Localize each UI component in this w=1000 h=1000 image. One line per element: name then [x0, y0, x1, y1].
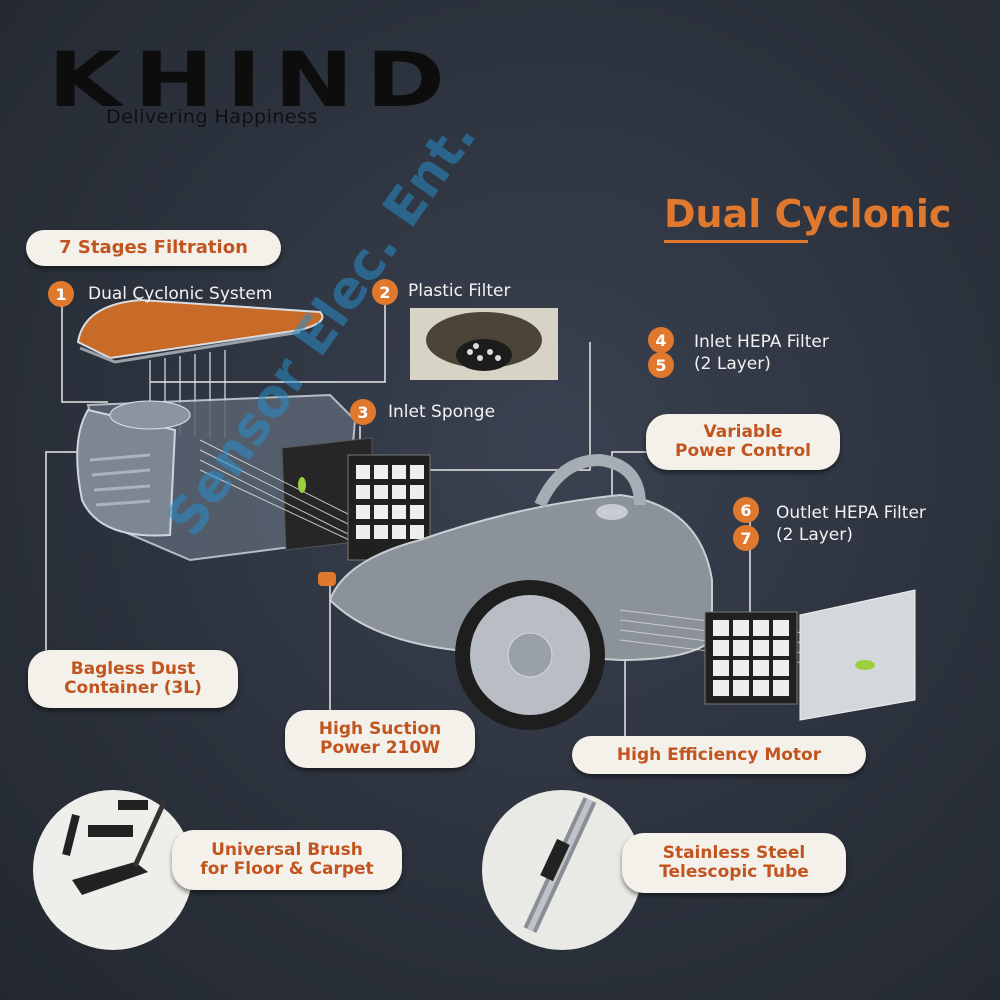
stage-number-1: 1 — [48, 281, 74, 307]
brush-pill: Universal Brush for Floor & Carpet — [172, 830, 402, 890]
brand-logo: KHIND — [48, 35, 458, 124]
stage-number-6: 6 — [733, 497, 759, 523]
headline: Dual Cyclonic — [664, 192, 952, 236]
suction-power-pill: High Suction Power 210W — [285, 710, 475, 768]
vacuum-body — [318, 453, 861, 730]
variable-power-pill: Variable Power Control — [646, 414, 840, 470]
stage-label-5: (2 Layer) — [694, 354, 771, 374]
brush-line-1: Universal Brush — [211, 840, 363, 861]
stage-number-5: 5 — [648, 352, 674, 378]
stage-label-7: (2 Layer) — [776, 525, 853, 545]
bagless-container-pill: Bagless Dust Container (3L) — [28, 650, 238, 708]
stage-label-6: Outlet HEPA Filter — [776, 503, 926, 523]
stage-label-2: Plastic Filter — [408, 281, 511, 301]
tube-line-2: Telescopic Tube — [659, 862, 809, 882]
brush-line-2: for Floor & Carpet — [200, 859, 374, 879]
outlet-hepa-filter — [704, 589, 916, 721]
stage-label-4: Inlet HEPA Filter — [694, 332, 829, 352]
bagless-line-2: Container (3L) — [64, 678, 202, 698]
stage-number-7: 7 — [733, 525, 759, 551]
brush-accessory-image — [33, 790, 193, 950]
stage-number-3: 3 — [350, 399, 376, 425]
motor-pill: High Efficiency Motor — [572, 736, 866, 774]
plastic-filter-photo — [410, 308, 558, 380]
headline-underline — [664, 240, 808, 243]
brand-tagline: Delivering Happiness — [106, 106, 318, 128]
suction-line-2: Power 210W — [320, 738, 440, 758]
tube-pill: Stainless Steel Telescopic Tube — [622, 833, 846, 893]
tube-accessory-image — [482, 790, 642, 950]
variable-power-line-2: Power Control — [675, 441, 811, 461]
stages-title-pill: 7 Stages Filtration — [26, 230, 281, 266]
bagless-line-1: Bagless Dust — [70, 659, 196, 680]
stage-number-4: 4 — [648, 327, 674, 353]
suction-line-1: High Suction — [318, 719, 442, 740]
stage-label-1: Dual Cyclonic System — [88, 284, 273, 304]
stage-number-2: 2 — [372, 279, 398, 305]
stage-label-3: Inlet Sponge — [388, 402, 496, 422]
tube-line-1: Stainless Steel — [662, 843, 806, 864]
dust-container-lid — [76, 298, 324, 438]
variable-power-line-1: Variable — [703, 422, 783, 443]
